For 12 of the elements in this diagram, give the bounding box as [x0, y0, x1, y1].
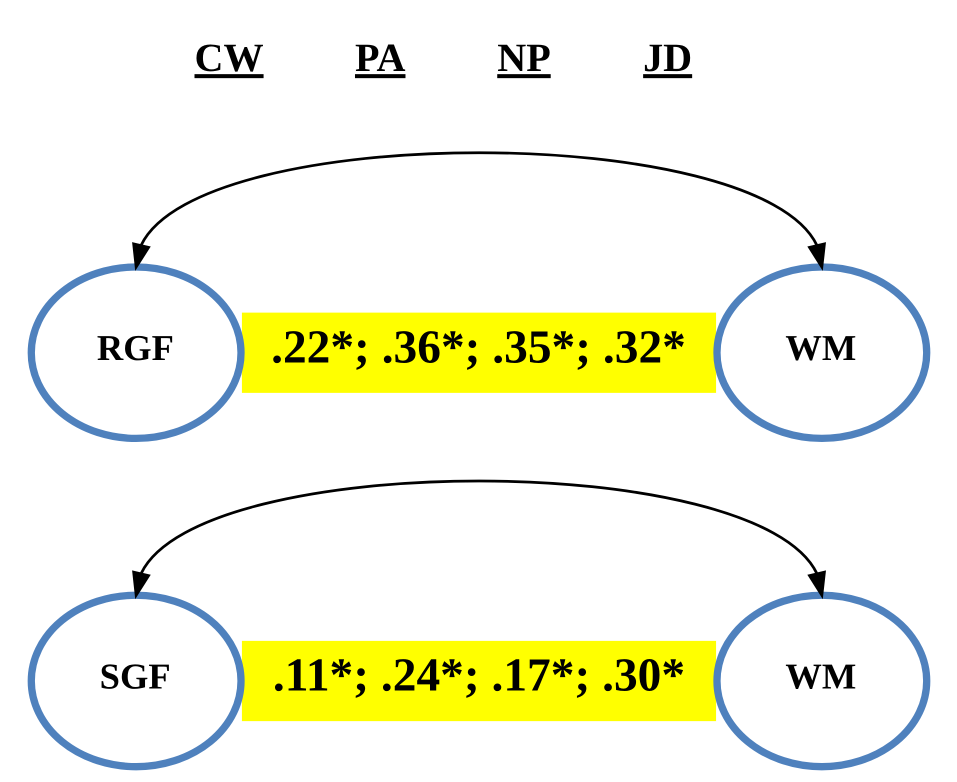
node-box: .22*; .36*; .35*; .32*	[241, 312, 716, 393]
node-ellipse: RGF	[27, 263, 244, 442]
node-box: .11*; .24*; .17*; .30*	[241, 640, 716, 722]
arrow	[132, 480, 826, 600]
node-ellipse: WM	[712, 592, 930, 770]
label: NP	[496, 35, 550, 80]
label: PA	[354, 35, 405, 80]
arrow	[132, 151, 826, 272]
label: JD	[642, 35, 692, 80]
node-ellipse: WM	[712, 263, 930, 442]
label: CW	[194, 35, 264, 80]
node-ellipse: SGF	[27, 592, 244, 770]
